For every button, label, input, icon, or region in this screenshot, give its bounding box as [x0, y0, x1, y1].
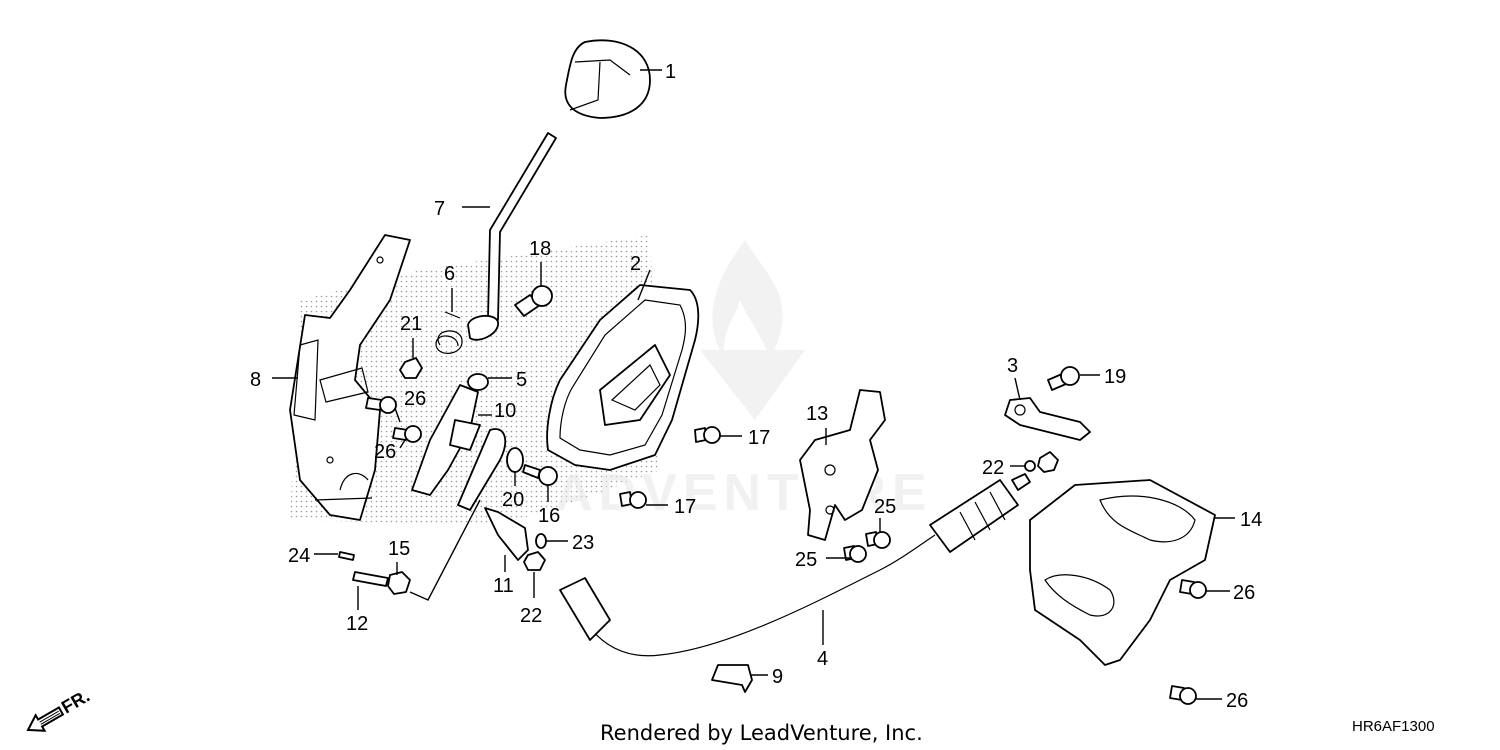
- spring-part: [435, 311, 463, 354]
- shield-14-part: [1029, 479, 1216, 666]
- bolt-12-part: [352, 571, 389, 587]
- bolt-26-bottom-right-part: [1169, 685, 1197, 705]
- leader-lines: [272, 69, 1235, 700]
- callout-7: 7: [434, 198, 445, 220]
- bolt-17-lower-part: [619, 491, 647, 509]
- callout-19: 19: [1104, 366, 1126, 388]
- callout-2: 2: [630, 253, 641, 275]
- callout-13: 13: [806, 403, 828, 425]
- callout-21: 21: [400, 313, 422, 335]
- callout-18: 18: [529, 238, 551, 260]
- shift-lever-part: [467, 132, 557, 341]
- collar-5-part: [467, 373, 489, 391]
- callout-14: 14: [1240, 509, 1262, 531]
- direction-label: FR.: [58, 686, 93, 718]
- callout-3: 3: [1007, 355, 1018, 377]
- washer-20-part: [506, 447, 524, 473]
- cable-4-part: [559, 473, 1031, 657]
- bolt-19-part: [1047, 366, 1080, 391]
- bracket-8-part: [289, 234, 411, 521]
- diagram-code: HR6AF1300: [1352, 718, 1435, 735]
- callout-10: 10: [494, 400, 516, 422]
- callout-22-left: 22: [520, 605, 542, 627]
- pin-24-part: [338, 551, 355, 561]
- callout-26-right-bottom: 26: [1226, 690, 1248, 712]
- callout-26-right-mid: 26: [1233, 582, 1255, 604]
- callout-23: 23: [572, 532, 594, 554]
- clip-11-part: [484, 507, 529, 561]
- callout-22-right: 22: [982, 457, 1004, 479]
- washer-right-part: [1024, 460, 1036, 472]
- callout-17-lower: 17: [674, 496, 696, 518]
- front-direction-arrow-icon: [26, 706, 65, 732]
- bolt-26-left-lower-part: [392, 425, 422, 443]
- nut-21-part: [399, 357, 423, 379]
- callout-17-upper: 17: [748, 427, 770, 449]
- callout-5: 5: [516, 369, 527, 391]
- clip-9-part: [711, 664, 753, 693]
- callout-16: 16: [538, 505, 560, 527]
- nut-22-right-part: [1037, 451, 1059, 473]
- callout-26-left-lower: 26: [374, 441, 396, 463]
- callout-11: 11: [493, 575, 514, 597]
- cover-2-part: [546, 284, 700, 471]
- nut-15-part: [387, 571, 411, 595]
- ring-23-part: [535, 533, 547, 549]
- callout-4: 4: [817, 648, 828, 670]
- arm-3-part: [1004, 397, 1091, 441]
- bolt-17-upper-part: [694, 426, 721, 444]
- callout-15: 15: [388, 538, 410, 560]
- bolt-18-part: [514, 285, 553, 317]
- callout-24: 24: [288, 545, 310, 567]
- bolt-26-left-upper-part: [365, 396, 397, 414]
- callout-8: 8: [250, 369, 261, 391]
- nut-22-left-part: [523, 551, 546, 571]
- callout-1: 1: [665, 61, 676, 83]
- bolt-26-mid-right-part: [1179, 579, 1207, 599]
- callout-25-lower: 25: [795, 549, 817, 571]
- callout-20: 20: [502, 489, 524, 511]
- bolt-25-lower-part: [843, 545, 867, 563]
- bracket-13-part: [799, 389, 886, 541]
- knob-part: [564, 39, 651, 119]
- callout-25-upper: 25: [874, 496, 896, 518]
- callout-12: 12: [346, 613, 368, 635]
- callout-6: 6: [444, 263, 455, 285]
- callout-9: 9: [772, 666, 783, 688]
- footer-credit: Rendered by LeadVenture, Inc.: [600, 721, 923, 745]
- callout-26-left-upper: 26: [404, 388, 426, 410]
- bolt-25-upper-part: [865, 531, 891, 549]
- plate-10-part: [411, 384, 507, 511]
- callout-labels: 1 2 3 4 5 6 7 8 9 10 11 12 13 14 15 16 1…: [250, 61, 1262, 712]
